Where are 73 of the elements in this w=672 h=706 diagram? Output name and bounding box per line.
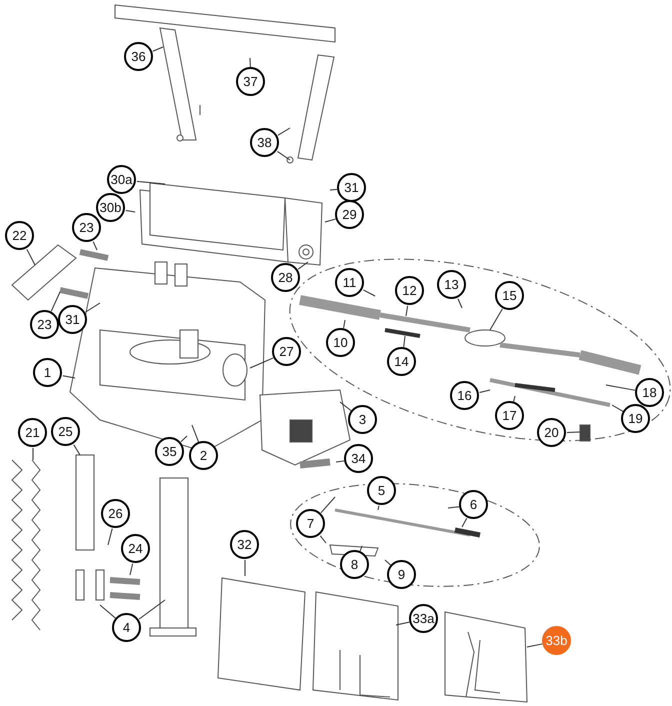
leader-line [324,218,336,222]
leader-line [85,302,100,312]
leader-line [136,180,166,184]
leader-line [73,444,80,456]
callout-number: 2 [189,441,218,470]
leader-line [277,128,290,136]
leader-line [566,432,580,433]
callout-number: 28 [271,263,300,292]
leader-line [92,241,98,250]
leader-line [378,505,380,510]
leader-line [125,210,136,212]
callout-number: 33a [409,604,438,633]
callout-number: 4 [112,613,141,642]
leader-line [180,436,188,442]
leader-line [448,506,460,508]
callout-number: 26 [101,499,130,528]
leader-line [32,448,34,460]
callout-number: 21 [18,418,47,447]
callout-number: 32 [230,530,259,559]
leader-line [406,305,408,316]
callout-number: 24 [121,534,150,563]
leader-line [108,528,113,546]
leader-line [343,320,346,329]
leader-line [298,262,308,270]
callout-number: 27 [272,337,301,366]
leader-line [330,188,338,190]
leader-line [138,600,166,620]
leader-line [250,58,251,68]
callout-number: 29 [335,200,364,229]
callout-number: 34 [344,444,373,473]
callout-number: 36 [124,42,153,71]
leader-line [462,518,468,528]
leader-line [130,563,134,576]
leader-line [612,404,624,412]
leader-line [340,402,352,412]
callout-number: 31 [337,173,366,202]
leader-line [526,643,543,648]
leader-line [336,460,345,462]
leader-line [396,622,410,626]
leader-line [62,375,76,378]
callout-number: 31 [58,305,87,334]
leader-line [250,357,274,368]
leader-line [384,560,392,566]
leader-line [276,150,290,160]
leader-line [606,384,636,391]
callout-number: 25 [51,417,80,446]
leader-line [320,535,326,544]
leader-line [403,336,406,348]
leader-line [50,292,60,312]
leader-line [100,604,116,619]
callout-number: 23 [30,310,59,339]
leader-line [479,390,490,393]
leader-line [513,396,516,402]
leader-line [192,424,200,442]
callout-number: 35 [155,437,184,466]
leader-line [360,546,362,552]
callout-number: 30b [96,193,125,222]
callout-number: 3 [348,405,377,434]
callout-number: 23 [72,213,101,242]
leader-line [457,298,462,308]
leader-line [152,46,164,52]
callout-number: 1 [33,358,62,387]
callout-number: 22 [5,221,34,250]
callout-number: 33b [542,626,571,655]
leader-line [244,560,246,576]
leader-line [26,248,36,266]
callout-number: 37 [236,67,265,96]
leader-line [490,308,503,330]
callout-number: 5 [367,476,396,505]
callout-number: 30a [107,165,136,194]
callout-number: 38 [250,128,279,157]
leader-line [320,496,336,514]
leader-line [362,289,376,296]
